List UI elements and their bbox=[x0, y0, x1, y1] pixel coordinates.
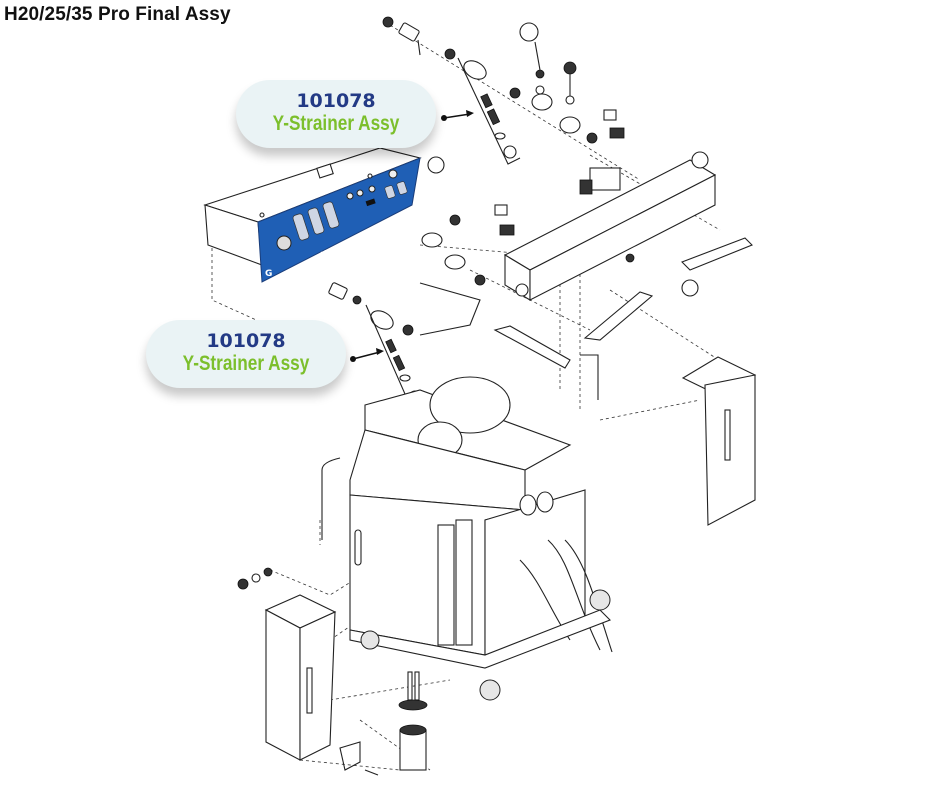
pump-manifold-assembly bbox=[421, 151, 753, 341]
callout-arrow-top bbox=[441, 110, 474, 121]
graco-logo-icon: G bbox=[265, 269, 272, 279]
part-name: Y-Strainer Assy bbox=[272, 112, 400, 135]
part-number: 101078 bbox=[206, 330, 286, 352]
callout-y-strainer-top[interactable]: 101078 Y-Strainer Assy bbox=[236, 80, 436, 148]
y-strainer-assembly-top bbox=[382, 16, 625, 165]
main-cabinet bbox=[321, 376, 613, 701]
part-name: Y-Strainer Assy bbox=[182, 352, 310, 375]
main-power-knob-icon bbox=[276, 235, 292, 251]
callout-y-strainer-bottom[interactable]: 101078 Y-Strainer Assy bbox=[146, 320, 346, 388]
motor-bracket bbox=[493, 325, 599, 400]
side-cover-right bbox=[681, 356, 757, 526]
part-number: 101078 bbox=[296, 90, 376, 112]
page-title: H20/25/35 Pro Final Assy bbox=[4, 4, 231, 25]
control-panel-face bbox=[257, 157, 421, 283]
control-box: H-20/25 PRO G bbox=[203, 147, 422, 283]
side-cover-left bbox=[237, 567, 337, 761]
callout-arrow-bottom bbox=[350, 348, 384, 362]
filter-canister bbox=[339, 671, 428, 776]
